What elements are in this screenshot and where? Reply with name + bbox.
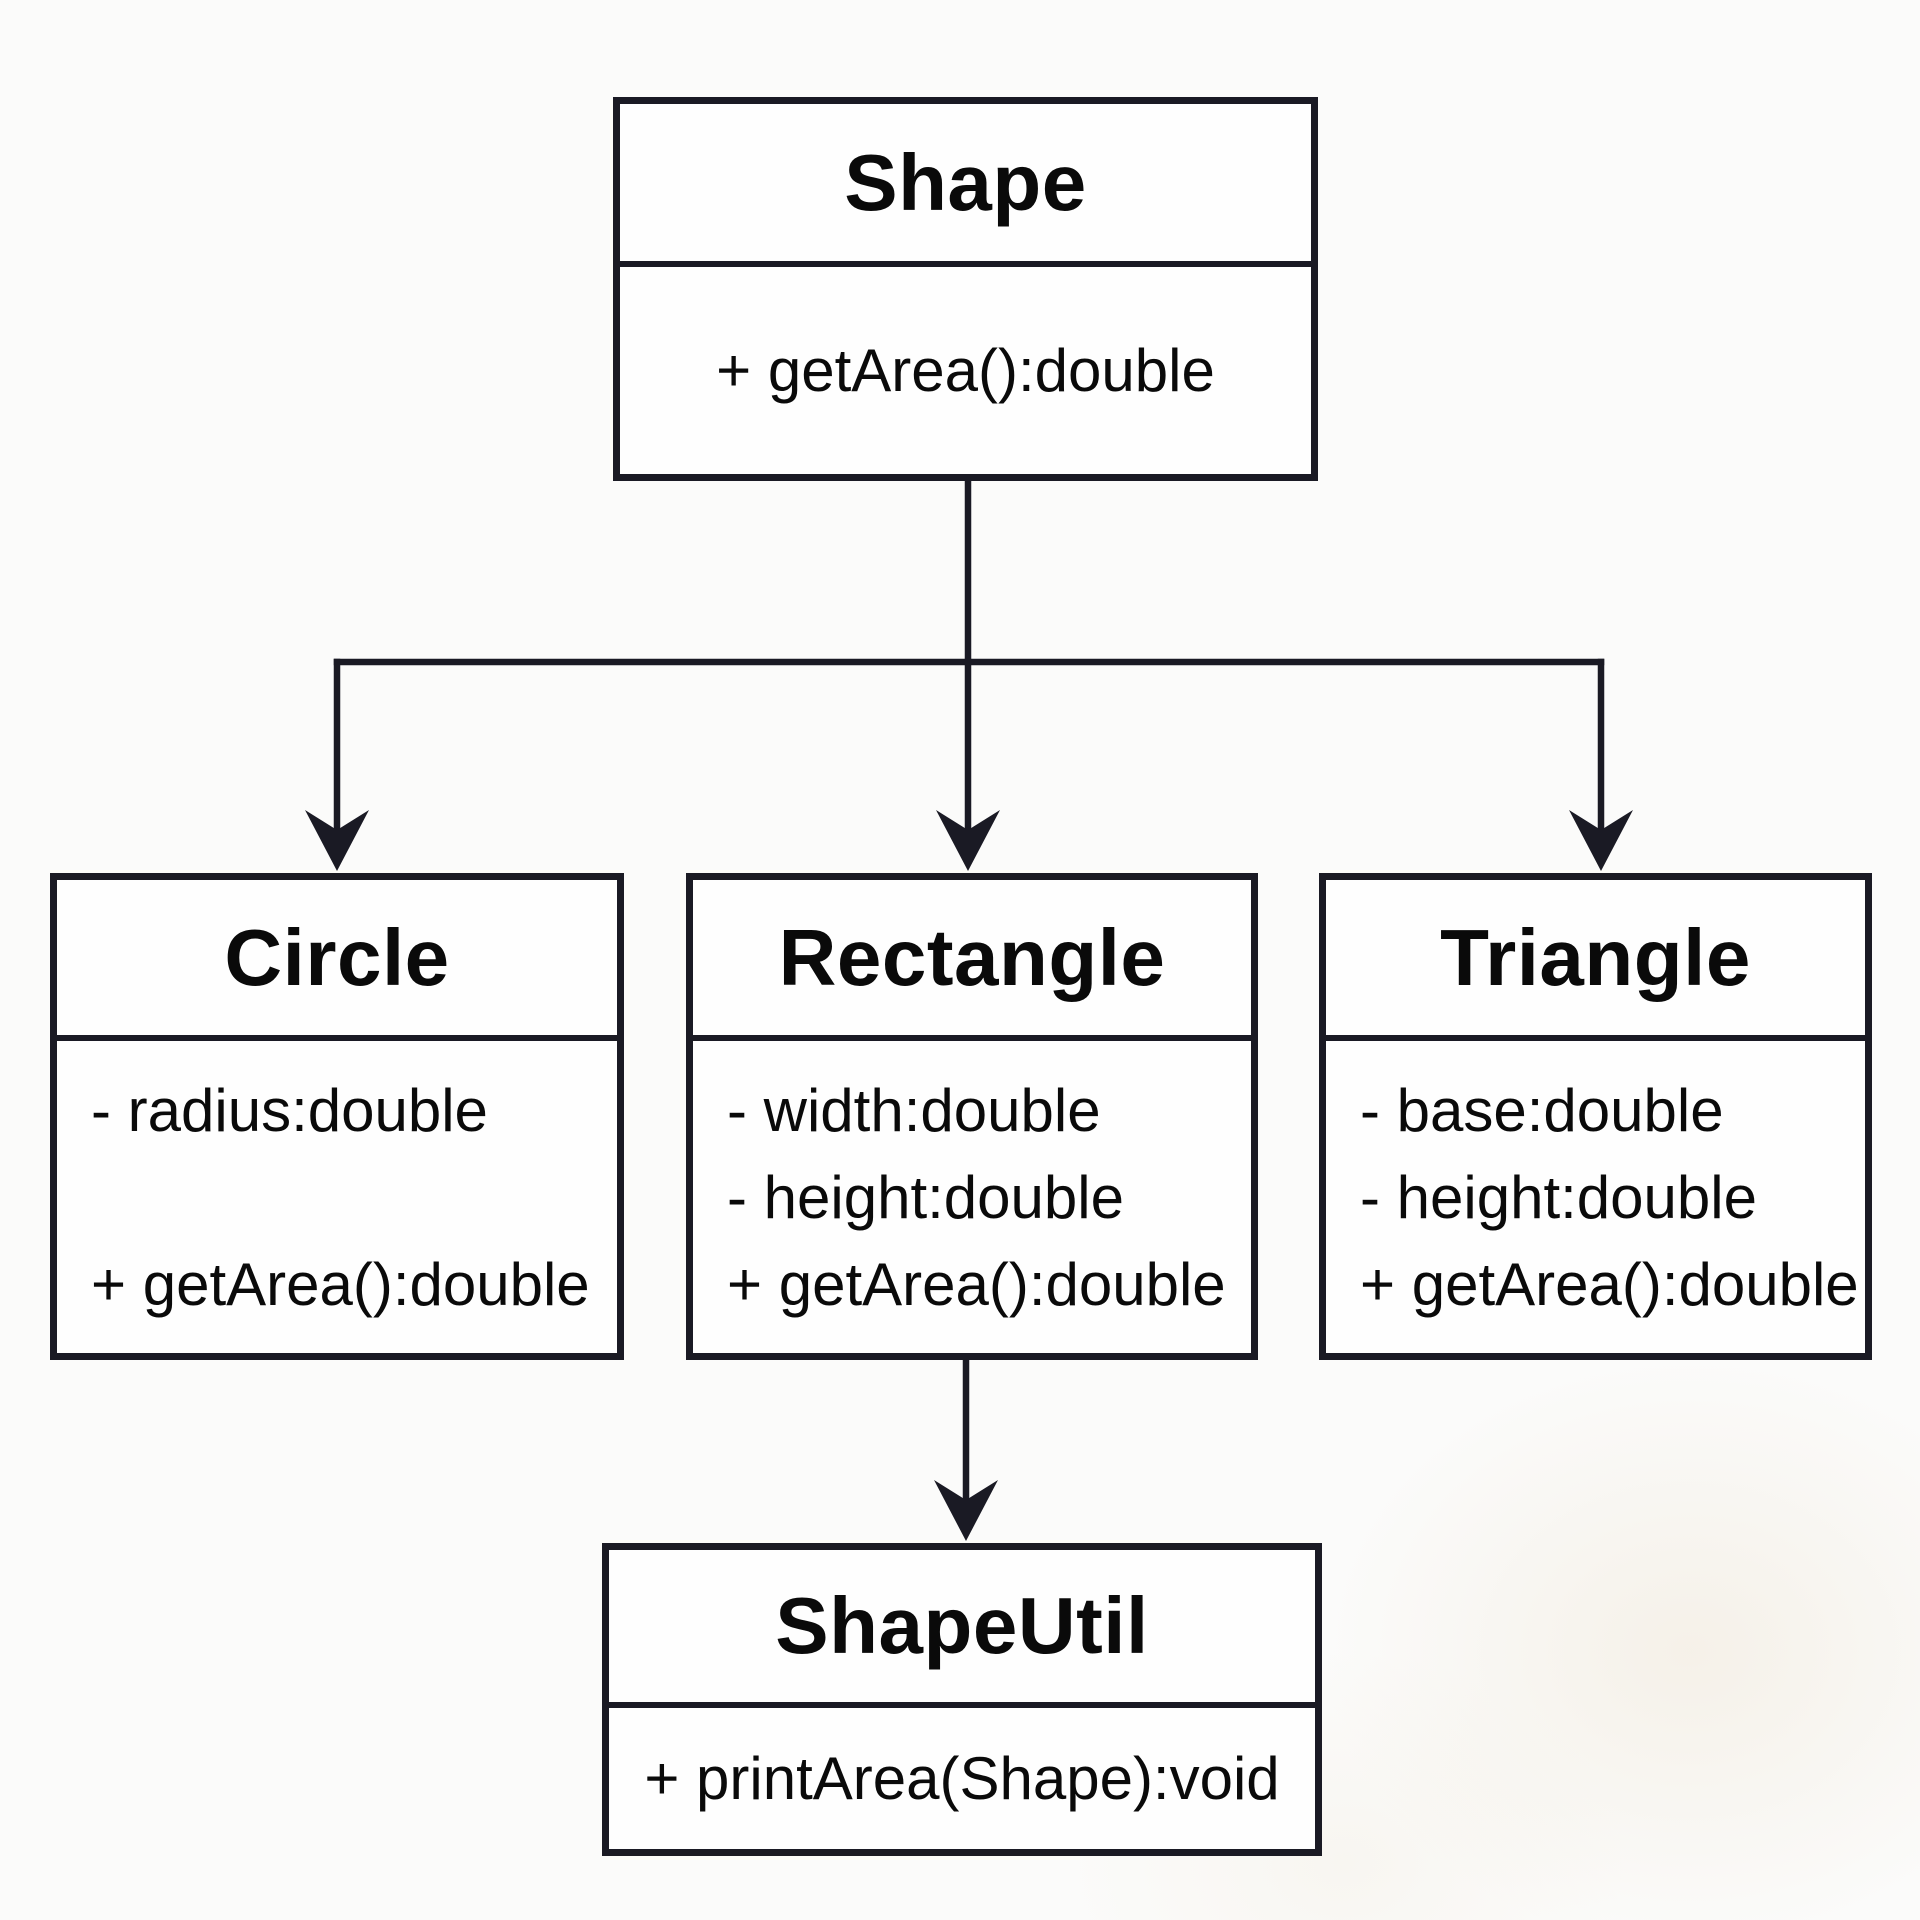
class-box-shapeutil: ShapeUtil + printArea(Shape):void: [602, 1543, 1322, 1856]
member-spacer: [57, 1154, 617, 1241]
class-name-triangle: Triangle: [1326, 880, 1865, 1041]
arrowhead-shapeutil: [934, 1480, 998, 1541]
attribute-triangle-base: - base:double: [1360, 1076, 1724, 1144]
method-circle-getarea: + getArea():double: [91, 1250, 590, 1318]
method-rectangle-getarea: + getArea():double: [727, 1250, 1226, 1318]
method-shapeutil-printarea: + printArea(Shape):void: [644, 1745, 1280, 1812]
class-box-triangle: Triangle - base:double - height:double +…: [1319, 873, 1872, 1360]
arrowhead-rectangle: [936, 810, 1000, 871]
method-shape-getarea: + getArea():double: [716, 337, 1215, 404]
attribute-triangle-height: - height:double: [1360, 1163, 1757, 1231]
class-box-shape: Shape + getArea():double: [613, 97, 1318, 481]
members-triangle: - base:double - height:double + getArea(…: [1326, 1041, 1865, 1353]
method-triangle-getarea: + getArea():double: [1360, 1250, 1859, 1318]
attribute-rectangle-width: - width:double: [727, 1076, 1101, 1144]
members-rectangle: - width:double - height:double + getArea…: [693, 1041, 1251, 1353]
members-circle: - radius:double + getArea():double: [57, 1041, 617, 1353]
class-name-shapeutil: ShapeUtil: [609, 1550, 1315, 1708]
arrowhead-circle: [305, 810, 369, 871]
class-name-circle: Circle: [57, 880, 617, 1041]
attribute-circle-radius: - radius:double: [91, 1076, 488, 1144]
class-name-shape: Shape: [620, 104, 1311, 267]
attribute-rectangle-height: - height:double: [727, 1163, 1124, 1231]
class-box-rectangle: Rectangle - width:double - height:double…: [686, 873, 1258, 1360]
arrowhead-triangle: [1569, 810, 1633, 871]
class-box-circle: Circle - radius:double + getArea():doubl…: [50, 873, 624, 1360]
class-name-rectangle: Rectangle: [693, 880, 1251, 1041]
